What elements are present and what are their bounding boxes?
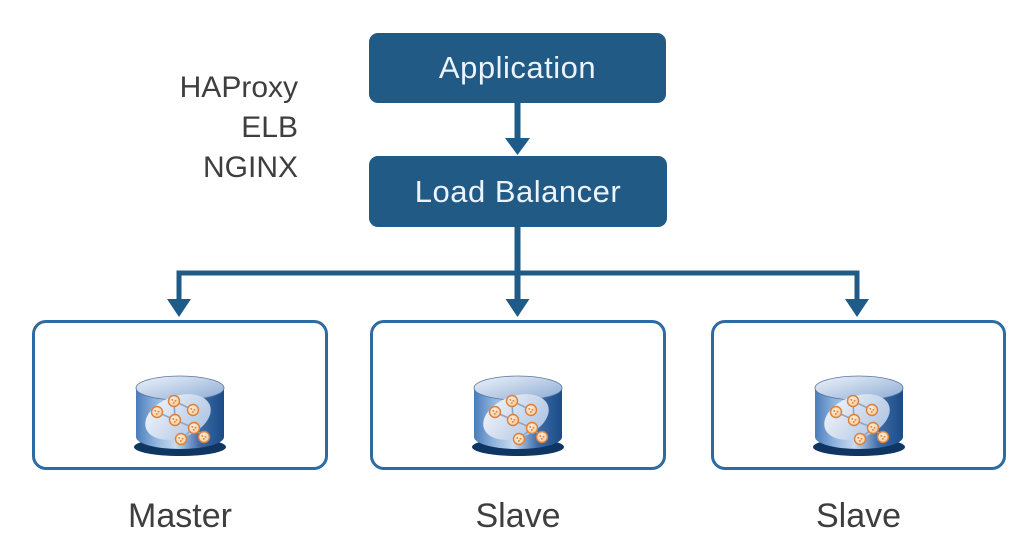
db-node-label-slave-1: Slave bbox=[475, 497, 561, 535]
database-icon bbox=[807, 371, 911, 463]
db-node-box-slave-2 bbox=[711, 320, 1006, 470]
db-node-box-master bbox=[32, 320, 328, 470]
arrow-down-icon bbox=[505, 299, 530, 317]
db-node-label-slave-2: Slave bbox=[815, 497, 902, 535]
arrow-down-icon bbox=[505, 138, 530, 155]
load-balancer-option-nginx: NGINX bbox=[202, 151, 298, 184]
line-distribution bbox=[176, 270, 860, 300]
application-box: Application bbox=[369, 33, 666, 103]
arrow-down-icon bbox=[167, 299, 191, 317]
arrow-down-icon bbox=[845, 299, 869, 317]
load-balancer-box: Load Balancer bbox=[369, 156, 667, 227]
load-balancer-options-list: HAProxy ELB NGINX bbox=[118, 68, 298, 188]
load-balancer-label: Load Balancer bbox=[414, 173, 622, 209]
db-node-box-slave-1 bbox=[370, 320, 666, 470]
application-label: Application bbox=[438, 50, 597, 85]
database-icon bbox=[128, 371, 232, 463]
load-balancer-option-elb: ELB bbox=[241, 111, 298, 144]
db-node-label-master: Master bbox=[128, 497, 232, 535]
load-balancer-option-haproxy: HAProxy bbox=[179, 71, 298, 104]
database-icon bbox=[466, 371, 570, 463]
